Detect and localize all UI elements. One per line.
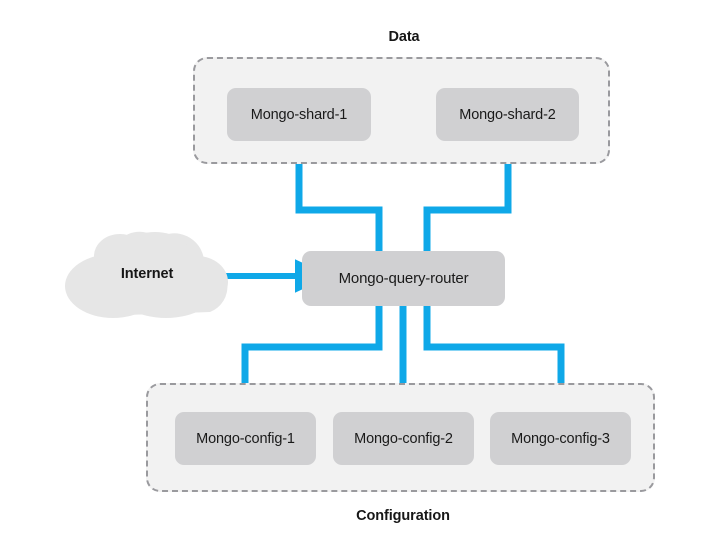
node-mongo-shard-2[interactable]: Mongo-shard-2 [436, 88, 579, 141]
connector-router-to-config3 [423, 305, 565, 418]
node-mongo-query-router[interactable]: Mongo-query-router [302, 251, 505, 306]
cloud-icon [65, 231, 228, 318]
connector-shard2-to-router [423, 140, 512, 252]
group-title-data: Data [388, 29, 420, 45]
internet-label: Internet [120, 266, 174, 282]
internet-cloud[interactable]: Internet [58, 224, 244, 324]
node-mongo-config-3[interactable]: Mongo-config-3 [490, 412, 631, 465]
node-mongo-config-1[interactable]: Mongo-config-1 [175, 412, 316, 465]
connector-router-to-config1 [241, 305, 383, 418]
group-title-configuration: Configuration [356, 508, 450, 524]
node-mongo-config-2[interactable]: Mongo-config-2 [333, 412, 474, 465]
connector-shard1-to-router [295, 140, 383, 252]
node-mongo-shard-1[interactable]: Mongo-shard-1 [227, 88, 371, 141]
